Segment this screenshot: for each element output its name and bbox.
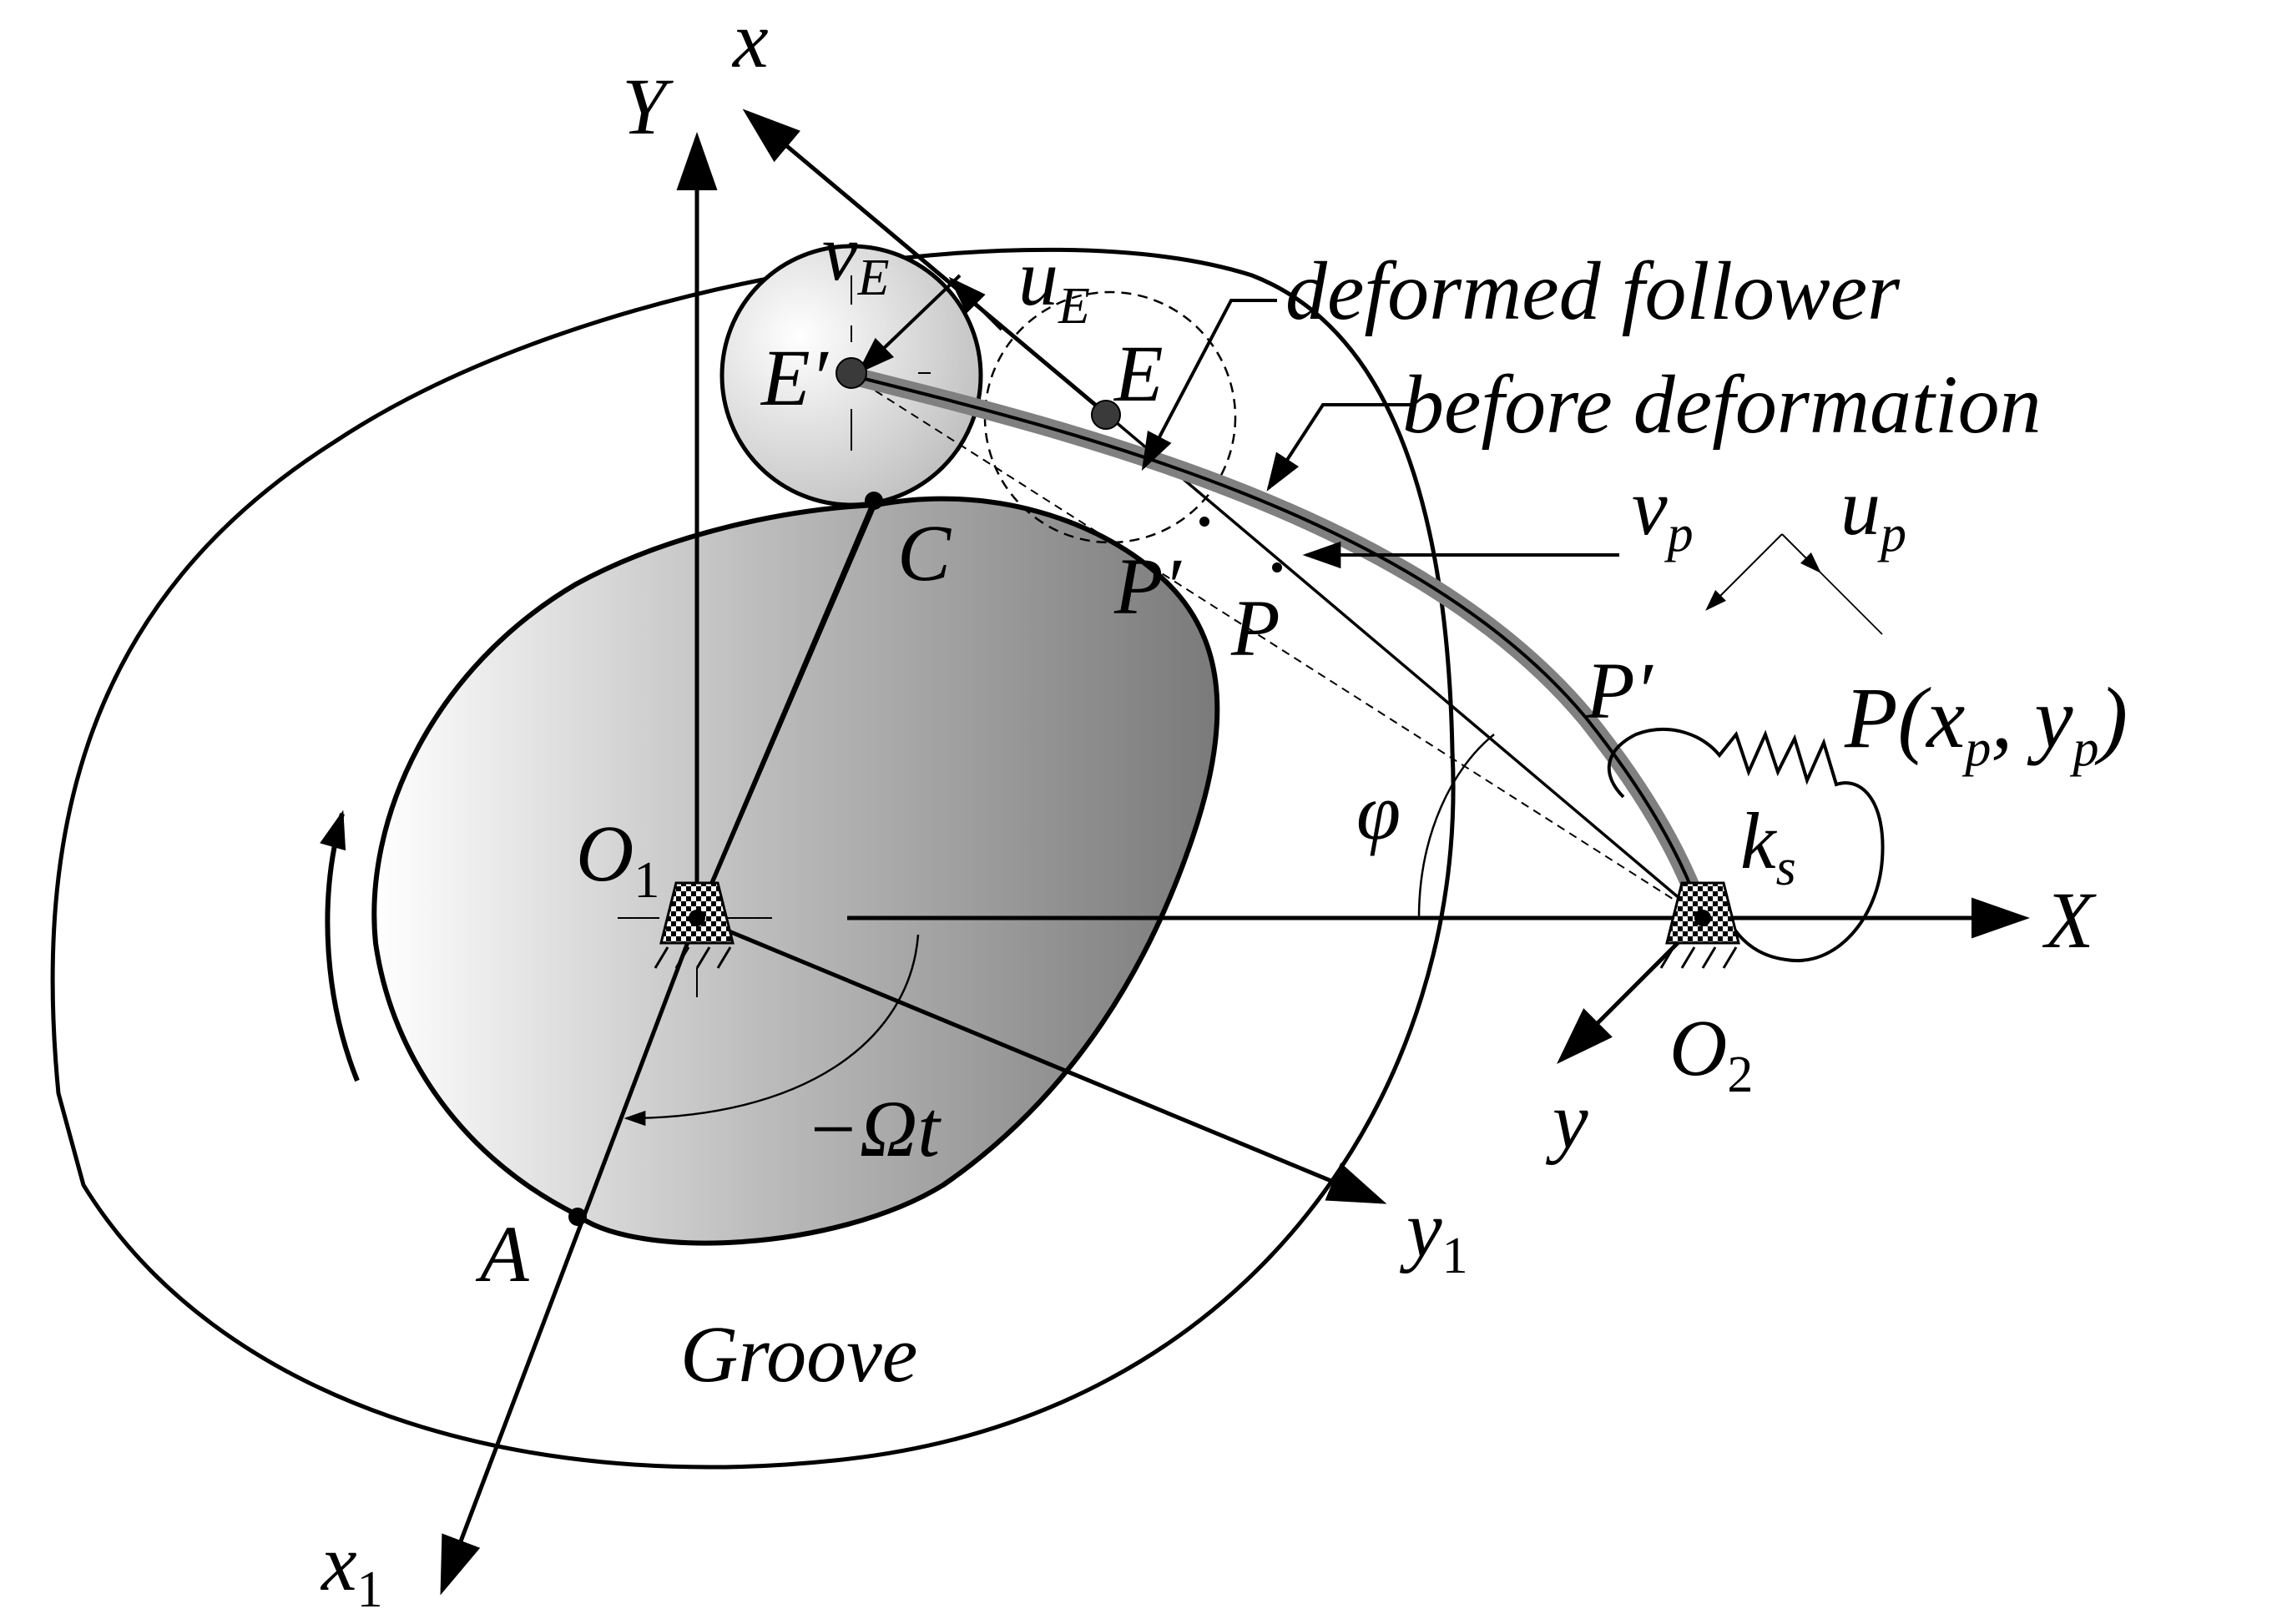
label-deformed-follower: deformed follower	[1285, 245, 1901, 337]
label-X: X	[2042, 875, 2097, 965]
phi-arc	[1417, 734, 1495, 919]
label-y: y	[1545, 1076, 1588, 1165]
label-E-prime: E′	[760, 333, 830, 422]
pivot-O2	[1659, 881, 1740, 969]
vp-arrow	[1705, 533, 1783, 611]
before-deformation-leader	[1266, 403, 1411, 492]
rotation-arrow	[320, 809, 360, 1082]
vE-arrow	[856, 274, 962, 375]
label-phi: φ	[1356, 767, 1401, 856]
O1-centerlines	[618, 917, 772, 997]
label-up: up	[1840, 462, 1906, 562]
point-E-prime	[836, 357, 867, 389]
label-vE: vE	[822, 208, 889, 306]
label-vp: vp	[1632, 462, 1694, 562]
label-O1: O1	[576, 809, 659, 909]
up-arrow	[1781, 533, 1821, 573]
torsion-spring	[1607, 728, 1885, 963]
outer-groove-boundary	[50, 247, 1456, 1470]
label-y1: y1	[1399, 1184, 1468, 1284]
pivot-O1	[654, 881, 735, 969]
label-P-prime-lower: P′	[1585, 646, 1654, 735]
x1-axis	[440, 917, 699, 1596]
roller-centerlines	[851, 275, 931, 451]
omega-t-arc	[624, 934, 920, 1127]
label-Y: Y	[622, 62, 674, 151]
y1-axis	[696, 915, 1387, 1204]
label-A: A	[475, 1209, 529, 1299]
label-uE: uE	[1018, 233, 1090, 335]
label-P-prime-upper: P′	[1113, 542, 1183, 631]
uE-arrow	[948, 276, 1003, 331]
point-P-prime	[1199, 517, 1209, 527]
P-coords-leader	[1819, 571, 1883, 635]
point-C	[865, 492, 883, 510]
O1-C-line	[694, 500, 876, 919]
cam-body	[371, 496, 1220, 1246]
label-omega-t: −Ωt	[805, 1084, 942, 1173]
follower-undeformed-line	[1108, 416, 1704, 920]
label-O2: O2	[1669, 1003, 1753, 1103]
deformed-follower-leader	[1141, 299, 1277, 472]
label-C: C	[897, 508, 952, 598]
label-groove: Groove	[680, 1309, 917, 1399]
label-before-deformation: before deformation	[1402, 358, 2042, 451]
follower-undeformed-dashed	[851, 375, 1704, 919]
label-P: P	[1230, 583, 1280, 673]
label-x1: x1	[320, 1518, 383, 1618]
label-ks: ks	[1740, 796, 1796, 896]
point-P	[1272, 562, 1282, 572]
follower-deformed-line	[851, 374, 1704, 919]
point-A	[568, 1208, 587, 1226]
label-P-coords: P(xp, yp)	[1844, 670, 2128, 777]
label-E: E	[1113, 329, 1164, 418]
point-E	[1091, 400, 1121, 430]
x-axis	[742, 108, 1112, 419]
label-x: x	[731, 0, 769, 84]
